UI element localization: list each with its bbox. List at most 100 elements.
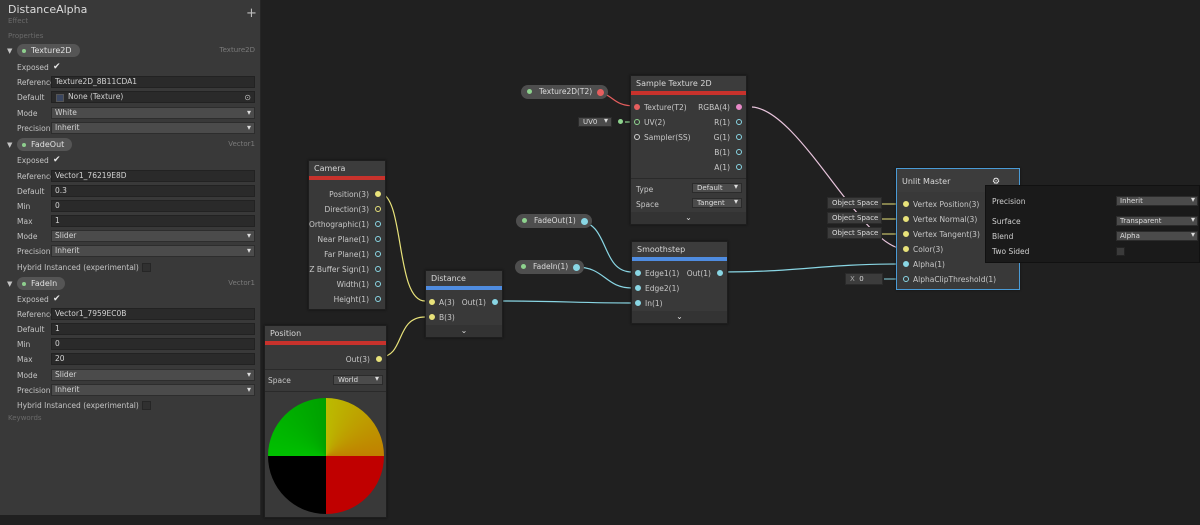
min-field[interactable]: 0 xyxy=(51,200,255,212)
output-port[interactable] xyxy=(736,164,742,170)
precision-dropdown[interactable]: Inherit xyxy=(1116,196,1198,206)
hybrid-checkbox[interactable] xyxy=(142,401,151,410)
input-port[interactable] xyxy=(429,299,435,305)
two-sided-checkbox[interactable] xyxy=(1116,247,1125,256)
input-port[interactable] xyxy=(635,285,641,291)
field-label: Precision xyxy=(17,124,51,133)
input-port[interactable] xyxy=(635,300,641,306)
blend-dropdown[interactable]: Alpha xyxy=(1116,231,1198,241)
output-port[interactable] xyxy=(736,134,742,140)
input-port[interactable] xyxy=(903,276,909,282)
output-port[interactable] xyxy=(375,191,381,197)
node-title: Smoothstep xyxy=(632,242,727,257)
collapse-chevron-icon[interactable]: ⌄ xyxy=(426,325,502,337)
property-pill[interactable]: Texture2D xyxy=(17,44,80,57)
input-port[interactable] xyxy=(903,216,909,222)
mode-dropdown[interactable]: Slider xyxy=(51,230,255,242)
output-port[interactable] xyxy=(492,299,498,305)
property-pill[interactable]: FadeIn xyxy=(17,277,66,290)
texture2d-property-node[interactable]: Texture2D(T2) xyxy=(521,85,609,99)
input-port[interactable] xyxy=(903,201,909,207)
property-type: Vector1 xyxy=(228,279,255,287)
property-fadein-header[interactable]: ▼ FadeIn Vector1 xyxy=(0,277,261,292)
uv-output-port[interactable] xyxy=(618,119,623,124)
texture-object-field[interactable]: None (Texture)⊙ xyxy=(51,91,255,103)
vertex-position-space-input[interactable]: Object Space xyxy=(827,197,882,209)
output-port[interactable] xyxy=(375,236,381,242)
precision-dropdown[interactable]: Inherit xyxy=(51,384,255,396)
property-pill[interactable]: FadeOut xyxy=(17,138,73,151)
distance-node[interactable]: Distance A(3) B(3) Out(1) ⌄ xyxy=(425,270,503,338)
smoothstep-node[interactable]: Smoothstep Edge1(1) Edge2(1) In(1) Out(1… xyxy=(631,241,728,324)
exposed-checkbox[interactable]: ✔ xyxy=(53,155,61,165)
output-port[interactable] xyxy=(375,251,381,257)
gear-icon[interactable]: ⚙ xyxy=(992,177,1001,187)
output-port[interactable] xyxy=(736,149,742,155)
fadeout-property-node[interactable]: FadeOut(1) xyxy=(516,214,592,228)
surface-dropdown[interactable]: Transparent xyxy=(1116,216,1198,226)
input-port[interactable] xyxy=(635,270,641,276)
type-dropdown[interactable]: Default xyxy=(692,183,742,193)
output-port[interactable] xyxy=(375,221,381,227)
output-port[interactable] xyxy=(580,217,588,225)
texture-icon xyxy=(56,94,64,102)
input-port[interactable] xyxy=(903,261,909,267)
axis-value[interactable]: 0 xyxy=(859,275,864,283)
output-port[interactable] xyxy=(375,266,381,272)
output-port[interactable] xyxy=(597,88,605,96)
output-port[interactable] xyxy=(375,296,381,302)
space-dropdown[interactable]: World xyxy=(333,375,383,385)
input-port[interactable] xyxy=(429,314,435,320)
reference-field[interactable]: Texture2D_8B11CDA1 xyxy=(51,76,255,88)
input-port[interactable] xyxy=(903,246,909,252)
output-port[interactable] xyxy=(717,270,723,276)
reference-field[interactable]: Vector1_76219E8D xyxy=(51,170,255,182)
exposed-row: Exposed✔ xyxy=(0,60,261,75)
output-port[interactable] xyxy=(736,104,742,110)
output-port[interactable] xyxy=(375,206,381,212)
vertex-tangent-space-input[interactable]: Object Space xyxy=(827,227,882,239)
collapse-chevron-icon[interactable]: ⌄ xyxy=(632,311,727,323)
exposed-checkbox[interactable]: ✔ xyxy=(53,62,61,72)
precision-dropdown[interactable]: Inherit xyxy=(51,245,255,257)
reference-field[interactable]: Vector1_7959EC0B xyxy=(51,308,255,320)
uv-dropdown[interactable]: UV0 xyxy=(578,117,612,127)
add-property-button[interactable]: + xyxy=(246,6,257,21)
max-field[interactable]: 20 xyxy=(51,353,255,365)
output-port[interactable] xyxy=(376,356,382,362)
output-port[interactable] xyxy=(736,119,742,125)
collapse-chevron-icon[interactable]: ⌄ xyxy=(631,212,746,224)
object-picker-icon[interactable]: ⊙ xyxy=(244,93,251,102)
max-field[interactable]: 1 xyxy=(51,215,255,227)
camera-node[interactable]: Camera Position(3) Direction(3) Orthogra… xyxy=(308,160,386,310)
output-port[interactable] xyxy=(375,281,381,287)
chevron-down-icon[interactable]: ▼ xyxy=(7,141,13,149)
vertex-normal-space-input[interactable]: Object Space xyxy=(827,212,882,224)
chevron-down-icon[interactable]: ▼ xyxy=(7,280,13,288)
hybrid-checkbox[interactable] xyxy=(142,263,151,272)
node-header-bar xyxy=(309,176,385,180)
output-port[interactable] xyxy=(573,263,581,271)
space-dropdown[interactable]: Tangent xyxy=(692,198,742,208)
mode-dropdown[interactable]: White xyxy=(51,107,255,119)
alpha-clip-input[interactable]: X 0 xyxy=(845,273,883,285)
min-field[interactable]: 0 xyxy=(51,338,255,350)
input-port[interactable] xyxy=(634,104,640,110)
input-port[interactable] xyxy=(634,119,640,125)
input-port[interactable] xyxy=(903,231,909,237)
fadein-property-node[interactable]: FadeIn(1) xyxy=(515,260,585,274)
property-texture2d-header[interactable]: ▼ Texture2D Texture2D xyxy=(0,44,261,59)
field-label: Max xyxy=(17,355,33,364)
property-dot-icon xyxy=(522,218,527,223)
camera-port-width: Width(1) xyxy=(336,280,369,289)
default-field[interactable]: 0.3 xyxy=(51,185,255,197)
chevron-down-icon[interactable]: ▼ xyxy=(7,47,13,55)
input-port[interactable] xyxy=(634,134,640,140)
sample-texture-2d-node[interactable]: Sample Texture 2D Texture(T2) UV(2) Samp… xyxy=(630,75,747,225)
mode-dropdown[interactable]: Slider xyxy=(51,369,255,381)
property-fadeout-header[interactable]: ▼ FadeOut Vector1 xyxy=(0,138,261,153)
precision-dropdown[interactable]: Inherit xyxy=(51,122,255,134)
exposed-checkbox[interactable]: ✔ xyxy=(53,294,61,304)
default-field[interactable]: 1 xyxy=(51,323,255,335)
